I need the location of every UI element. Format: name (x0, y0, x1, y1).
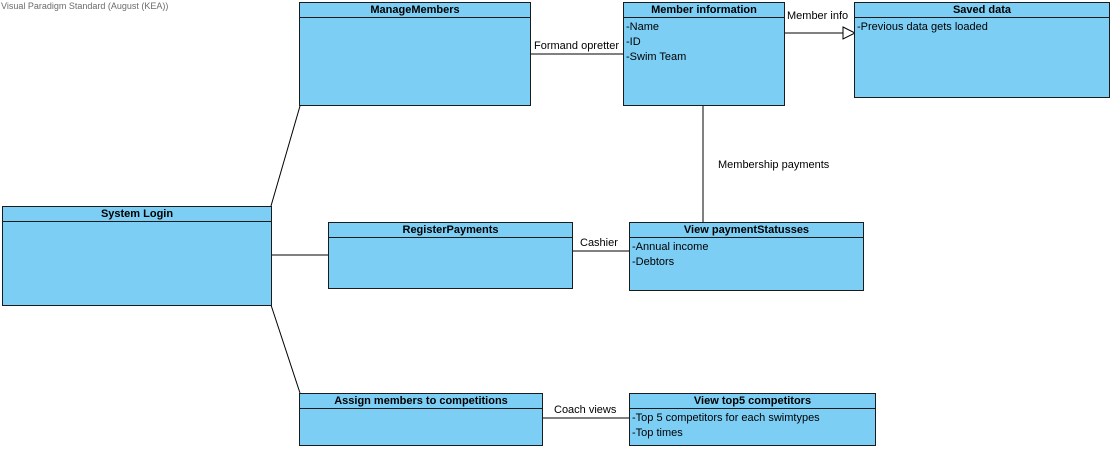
edge-login-managemembers (270, 105, 301, 207)
class-title: RegisterPayments (329, 223, 572, 238)
class-system-login[interactable]: System Login (2, 206, 272, 306)
association-label-cashier: Cashier (580, 237, 618, 249)
class-attribute: -ID (626, 36, 641, 48)
class-title: Member information (624, 3, 784, 18)
association-label-coach-views: Coach views (554, 404, 617, 416)
class-title: Saved data (855, 3, 1109, 18)
class-title: System Login (3, 207, 271, 222)
class-title: Assign members to competitions (300, 394, 542, 409)
class-manage-members[interactable]: ManageMembers (299, 2, 531, 106)
class-register-payments[interactable]: RegisterPayments (328, 222, 573, 289)
class-attribute: -Annual income (632, 241, 709, 253)
class-attribute: -Previous data gets loaded (857, 21, 988, 33)
class-title: View top5 competitors (630, 394, 875, 409)
class-attribute: -Debtors (632, 256, 675, 268)
association-label-member-info: Member info (787, 10, 849, 22)
class-view-payment-statusses[interactable]: View paymentStatusses -Annual income -De… (629, 222, 864, 291)
watermark: Visual Paradigm Standard (August (KEA)) (1, 1, 169, 11)
class-view-top5[interactable]: View top5 competitors -Top 5 competitors… (629, 393, 876, 446)
association-label-formand-opretter: Formand opretter (534, 40, 619, 52)
generalization-arrowhead (842, 26, 857, 40)
class-saved-data[interactable]: Saved data -Previous data gets loaded (854, 2, 1110, 98)
class-member-information[interactable]: Member information -Name -ID -Swim Team (623, 2, 785, 106)
class-title: View paymentStatusses (630, 223, 863, 238)
class-attribute: -Name (626, 21, 660, 33)
class-attribute: -Top times (632, 427, 683, 439)
association-label-membership-payments: Membership payments (718, 159, 830, 171)
class-title: ManageMembers (300, 3, 530, 18)
class-assign-members[interactable]: Assign members to competitions (299, 393, 543, 446)
class-attribute: -Swim Team (626, 51, 687, 63)
edge-login-assign (270, 304, 301, 394)
class-attribute: -Top 5 competitors for each swimtypes (632, 412, 820, 424)
